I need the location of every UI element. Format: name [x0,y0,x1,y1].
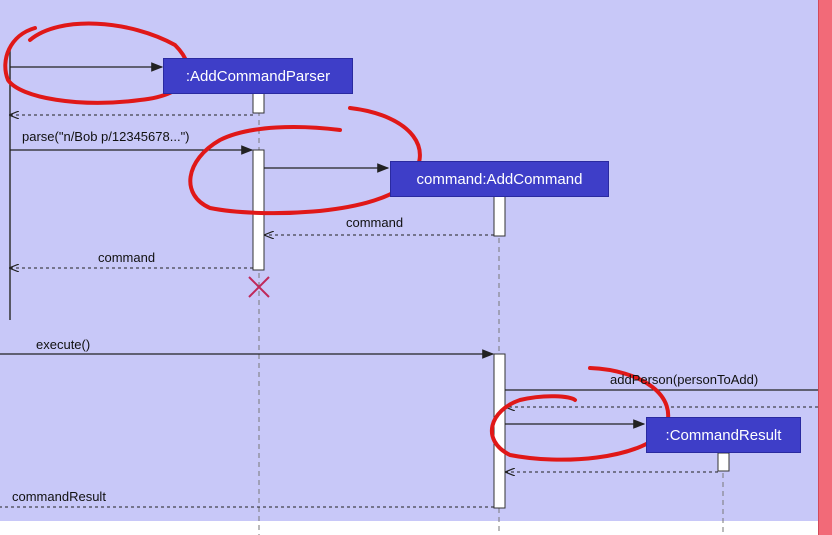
execute-message-label: execute() [36,337,91,352]
command-return-label-2: command [98,250,156,265]
command-return-label-1: command [346,215,404,230]
participant-addcommand: command:AddCommand [390,161,609,197]
parser-activation-main [252,149,265,271]
destroy-mark [248,276,270,298]
parse-message-label: parse("n/Bob p/12345678...") [22,129,190,144]
parser-activation-top [252,92,265,114]
result-activation [717,452,730,472]
red-annotation-1 [3,21,191,105]
bottom-strip [0,521,818,535]
participant-addcommandparser: :AddCommandParser [163,58,353,94]
red-annotation-3 [489,366,671,462]
command-activation-top [493,195,506,237]
command-activation-main [493,353,506,509]
participant-commandresult: :CommandResult [646,417,801,453]
red-annotation-2 [188,106,422,216]
command-result-label: commandResult [12,489,106,504]
right-panel-edge [818,0,832,535]
add-person-message-label: addPerson(personToAdd) [610,372,759,387]
